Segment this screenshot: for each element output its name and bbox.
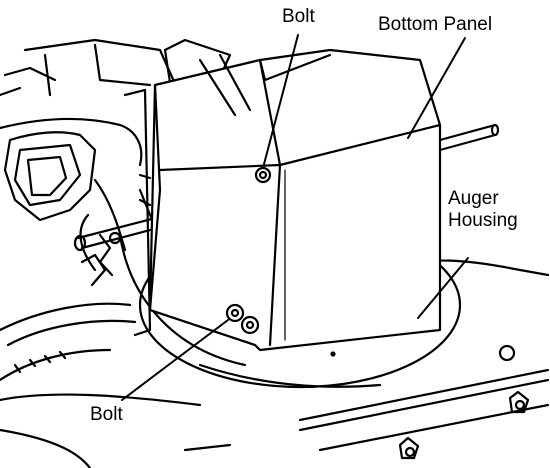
auger-housing-body <box>0 259 550 468</box>
leader-bottom-panel <box>407 37 466 139</box>
leader-bolt-bottom <box>121 319 229 401</box>
leader-bolt-top <box>262 34 299 169</box>
leader-lines <box>121 34 469 401</box>
bolt-top-hardware <box>254 166 272 184</box>
label-bolt-top: Bolt <box>282 6 315 27</box>
leader-auger-housing <box>417 257 469 319</box>
impeller-housing <box>0 117 143 287</box>
machine-frame-background <box>0 38 182 102</box>
label-auger-housing: Auger Housing <box>448 188 518 231</box>
label-bottom-panel: Bottom Panel <box>378 14 493 35</box>
label-bolt-bottom: Bolt <box>90 404 123 425</box>
bolt-bottom-hardware <box>225 303 260 335</box>
bottom-panel <box>148 48 442 352</box>
